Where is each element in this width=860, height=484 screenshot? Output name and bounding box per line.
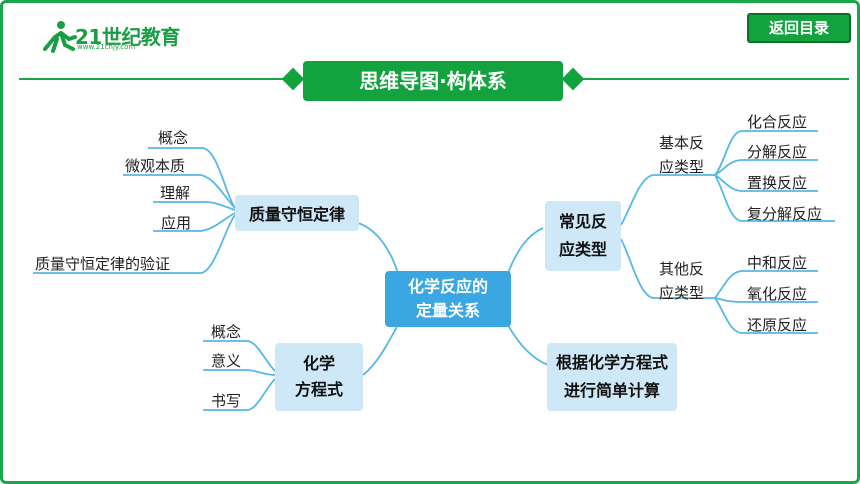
mass-item-application: 应用: [161, 214, 192, 232]
basic-reaction-types-label: 基本反 应类型: [659, 131, 704, 179]
basic-types-line2: 应类型: [659, 158, 705, 176]
logo-text: 21世纪教育: [75, 25, 180, 49]
logo-url: www.21cnjy.com: [77, 43, 136, 51]
basic-item-decomposition: 分解反应: [747, 143, 808, 161]
other-item-oxidation: 氧化反应: [747, 285, 808, 303]
other-reaction-types-label: 其他反 应类型: [659, 257, 704, 305]
chemical-equation-node: 化学方程式: [275, 343, 363, 411]
equation-item-meaning: 意义: [211, 352, 242, 370]
center-node-line2: 定量关系: [415, 301, 480, 320]
other-types-line1: 其他反: [659, 260, 705, 278]
reaction-types-line2: 应类型: [558, 240, 607, 259]
mass-conservation-label: 质量守恒定律: [248, 205, 345, 224]
runner-logo-icon: [43, 21, 77, 53]
mass-item-understanding: 理解: [160, 184, 191, 202]
center-node: 化学反应的定量关系: [385, 271, 511, 327]
calculation-node: 根据化学方程式进行简单计算: [547, 343, 677, 411]
basic-item-double-decomposition: 复分解反应: [747, 205, 823, 223]
equation-item-concept: 概念: [211, 323, 242, 341]
basic-item-displacement: 置换反应: [747, 174, 808, 192]
mass-item-concept: 概念: [158, 129, 189, 147]
calculation-line1: 根据化学方程式: [555, 353, 668, 372]
reaction-types-line1: 常见反: [558, 212, 607, 231]
back-to-contents-button[interactable]: 返回目录: [747, 13, 851, 43]
other-item-neutralization: 中和反应: [747, 254, 808, 272]
equation-item-writing: 书写: [211, 392, 242, 410]
reaction-types-node: 常见反应类型: [545, 201, 621, 271]
center-node-line1: 化学反应的: [407, 277, 488, 296]
chemical-equation-line1: 化学: [302, 354, 335, 373]
chemical-equation-line2: 方程式: [294, 380, 343, 399]
basic-types-line1: 基本反: [659, 134, 705, 152]
other-types-line2: 应类型: [659, 284, 705, 302]
mindmap-connectors: [33, 130, 835, 411]
mass-item-micro-essence: 微观本质: [125, 157, 186, 175]
page-title: 思维导图·构体系: [303, 61, 563, 101]
mass-conservation-node: 质量守恒定律: [235, 195, 359, 231]
mass-item-verification: 质量守恒定律的验证: [35, 255, 171, 273]
other-item-reduction: 还原反应: [747, 316, 808, 334]
calculation-line2: 进行简单计算: [563, 381, 660, 400]
basic-item-combination: 化合反应: [747, 113, 808, 131]
